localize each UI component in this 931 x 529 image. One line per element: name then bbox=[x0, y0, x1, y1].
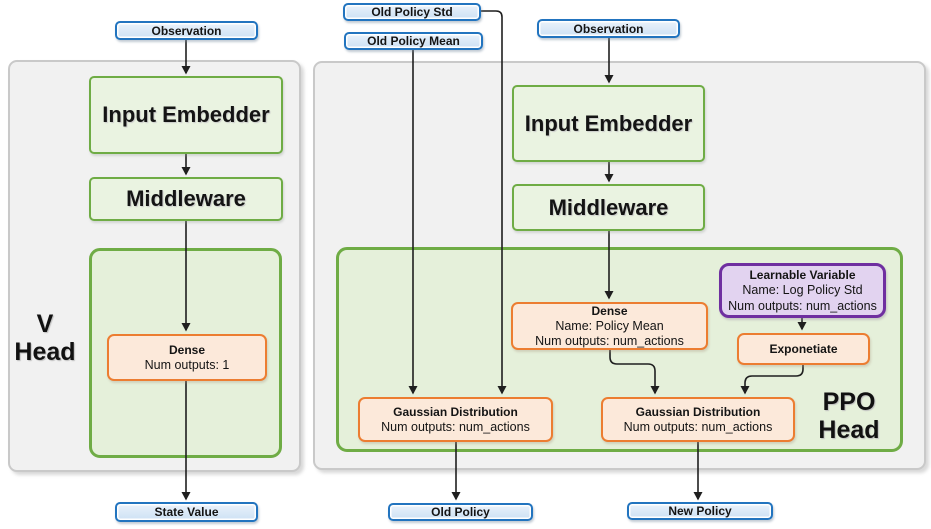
new-policy-output: New Policy bbox=[627, 502, 773, 520]
state-value-label: State Value bbox=[154, 505, 219, 519]
dense-left-box: Dense Num outputs: 1 bbox=[107, 334, 267, 381]
learnable-variable-title: Learnable Variable bbox=[749, 268, 856, 282]
dense-left-outputs: Num outputs: 1 bbox=[144, 357, 230, 372]
old-policy-mean-label: Old Policy Mean bbox=[367, 34, 460, 48]
gaussian-distribution-old-box: Gaussian Distribution Num outputs: num_a… bbox=[358, 397, 553, 442]
gaussian-old-outputs: Num outputs: num_actions bbox=[381, 419, 530, 434]
learnable-variable-box: Learnable Variable Name: Log Policy Std … bbox=[719, 263, 886, 318]
dense-policy-mean-box: Dense Name: Policy Mean Num outputs: num… bbox=[511, 302, 708, 350]
learnable-variable-outputs: Num outputs: num_actions bbox=[728, 298, 877, 313]
old-policy-mean-input: Old Policy Mean bbox=[344, 32, 483, 50]
dense-left-title: Dense bbox=[168, 342, 206, 357]
observation-label-right: Observation bbox=[573, 21, 644, 36]
learnable-variable-name: Name: Log Policy Std bbox=[742, 283, 863, 297]
input-embedder-right-box: Input Embedder bbox=[512, 85, 705, 162]
middleware-label-left: Middleware bbox=[126, 186, 246, 211]
dense-policy-mean-title: Dense bbox=[591, 303, 628, 318]
middleware-left-box: Middleware bbox=[89, 177, 283, 221]
state-value-output: State Value bbox=[115, 502, 258, 522]
exponetiate-box: Exponetiate bbox=[737, 333, 870, 365]
old-policy-std-input: Old Policy Std bbox=[343, 3, 481, 21]
gaussian-old-title: Gaussian Distribution bbox=[393, 404, 518, 419]
ppo-head-label: PPO Head bbox=[818, 388, 880, 444]
gaussian-distribution-new-box: Gaussian Distribution Num outputs: num_a… bbox=[601, 397, 795, 442]
observation-input-left: Observation bbox=[115, 21, 258, 40]
input-embedder-label-left: Input Embedder bbox=[102, 102, 270, 127]
gaussian-new-outputs: Num outputs: num_actions bbox=[623, 419, 773, 434]
observation-label-left: Observation bbox=[151, 23, 222, 38]
new-policy-label: New Policy bbox=[668, 504, 732, 518]
exponetiate-label: Exponetiate bbox=[769, 342, 838, 356]
old-policy-std-label: Old Policy Std bbox=[371, 5, 453, 19]
dense-policy-mean-outputs: Num outputs: num_actions bbox=[535, 334, 684, 348]
observation-input-right: Observation bbox=[537, 19, 680, 38]
middleware-label-right: Middleware bbox=[548, 194, 669, 220]
old-policy-label: Old Policy bbox=[431, 505, 490, 519]
gaussian-new-title: Gaussian Distribution bbox=[635, 404, 761, 419]
dense-policy-mean-name: Name: Policy Mean bbox=[555, 318, 664, 333]
input-embedder-left-box: Input Embedder bbox=[89, 76, 283, 154]
v-head-label: V Head bbox=[14, 310, 76, 366]
middleware-right-box: Middleware bbox=[512, 184, 705, 231]
old-policy-output: Old Policy bbox=[388, 503, 533, 521]
input-embedder-label-right: Input Embedder bbox=[524, 110, 693, 136]
